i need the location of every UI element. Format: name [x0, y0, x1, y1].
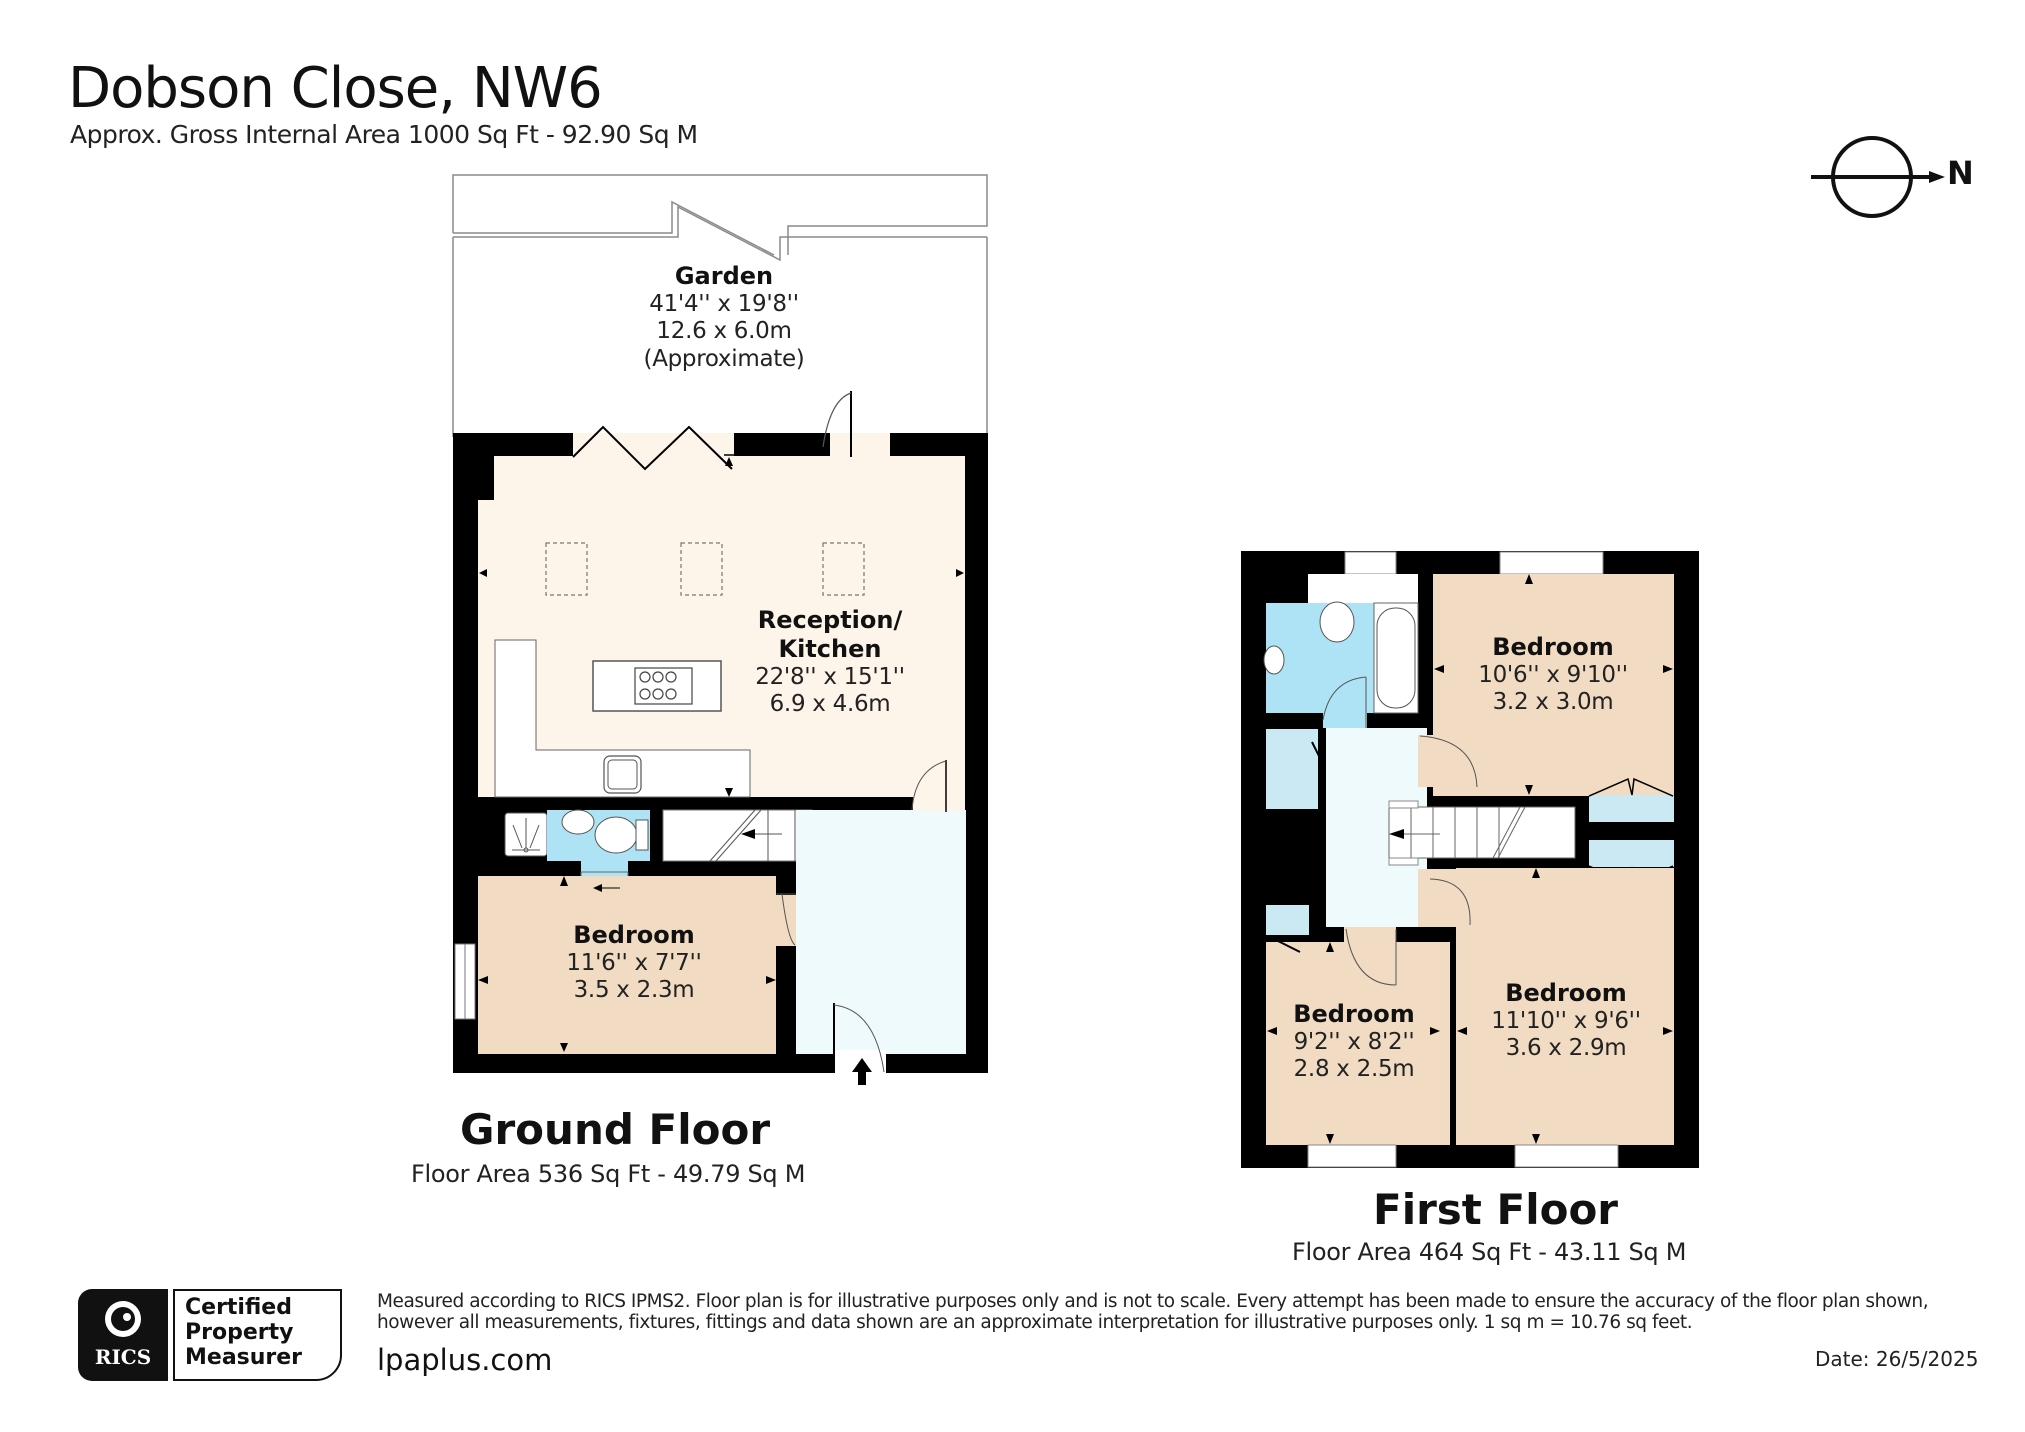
first-floor-title: First Floor	[1373, 1185, 1619, 1234]
lion-icon	[105, 1301, 141, 1337]
bedroom-3-floor	[1456, 868, 1674, 1145]
wardrobe-bottom	[1589, 840, 1674, 867]
disclaimer-text: Measured according to RICS IPMS2. Floor …	[377, 1291, 1929, 1333]
entrance-arrow-icon	[852, 1058, 872, 1085]
ff-bedroom-2-label: Bedroom 9'2'' x 8'2'' 2.8 x 2.5m	[1293, 1000, 1415, 1083]
website-link[interactable]: lpaplus.com	[377, 1343, 553, 1377]
garden-label: Garden 41'4'' x 19'8'' 12.6 x 6.0m (Appr…	[643, 262, 805, 372]
bedroom-dimension-markers	[478, 876, 776, 1052]
reception-dimension-markers	[479, 454, 964, 797]
north-arrow-icon	[1811, 136, 1945, 218]
plan-date: Date: 26/5/2025	[1815, 1347, 1979, 1371]
first-floor-area: Floor Area 464 Sq Ft - 43.11 Sq M	[1292, 1238, 1687, 1266]
gross-area-subtitle: Approx. Gross Internal Area 1000 Sq Ft -…	[70, 120, 698, 149]
sink	[603, 755, 642, 794]
hallway-floor	[796, 810, 966, 1054]
compass-north-label: N	[1947, 154, 1974, 192]
ground-bedroom-floor	[478, 876, 776, 1054]
ground-bedroom-label: Bedroom 11'6'' x 7'7'' 3.5 x 2.3m	[566, 921, 702, 1004]
first-floor-dimension-markers	[1267, 574, 1673, 1144]
basin	[561, 809, 595, 835]
ff-bedroom-3-label: Bedroom 11'10'' x 9'6'' 3.6 x 2.9m	[1491, 979, 1641, 1062]
bifold-doors	[572, 425, 733, 471]
garden-outline	[452, 174, 988, 437]
ground-floor-area: Floor Area 536 Sq Ft - 49.79 Sq M	[411, 1160, 806, 1188]
hob	[634, 667, 693, 705]
skylights	[545, 542, 865, 596]
reception-kitchen-label: Reception/ Kitchen 22'8'' x 15'1'' 6.9 x…	[755, 606, 905, 718]
basin-ff	[1263, 645, 1285, 675]
ff-bedroom-1-label: Bedroom 10'6'' x 9'10'' 3.2 x 3.0m	[1478, 633, 1628, 716]
under-stairs-storage	[662, 809, 813, 862]
kitchen-counter	[494, 639, 751, 798]
staircase	[1388, 806, 1576, 859]
cupboard	[1266, 729, 1318, 809]
toilet-ff	[1319, 601, 1355, 643]
rics-certified-badge: RICS Certified Property Measurer	[78, 1289, 346, 1381]
ground-floor-title: Ground Floor	[460, 1105, 771, 1154]
bedroom-1-floor	[1433, 574, 1674, 796]
bedroom-2-floor	[1266, 942, 1450, 1145]
compass: N	[1805, 136, 1975, 222]
rics-logo: RICS	[78, 1289, 168, 1381]
hob-burners	[639, 671, 677, 700]
page-title: Dobson Close, NW6	[68, 56, 603, 121]
wardrobe-top	[1589, 795, 1674, 822]
